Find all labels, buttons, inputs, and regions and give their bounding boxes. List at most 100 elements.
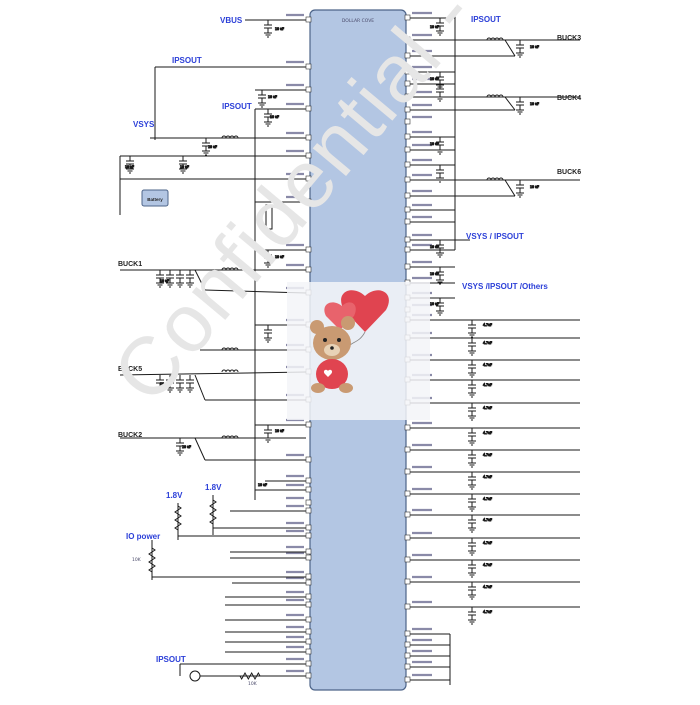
pin-left: [305, 579, 312, 586]
resistor-10k-label-a: 10K: [132, 557, 142, 563]
pin-left: [305, 672, 312, 679]
pin-right: [404, 218, 411, 225]
teddy-bear-heart-balloon-icon: [287, 282, 430, 420]
part-value: 4.7uF: [483, 431, 492, 435]
vsys-label: VSYS: [133, 120, 155, 129]
components: 10 uF 10 uF 10 uF 10 uF 10 uF 10 uF 10 uF 10 uF…: [125, 18, 540, 682]
pin-right: [404, 663, 411, 670]
buck6-label: BUCK6: [557, 169, 581, 176]
part-value: 10 uF: [430, 77, 439, 81]
pin-left: [305, 16, 312, 23]
pin-left: [305, 507, 312, 514]
ipsout-label-top: IPSOUT: [172, 56, 202, 65]
pin-right: [404, 490, 411, 497]
part-value: 4.7uF: [483, 341, 492, 345]
inductor: [486, 37, 504, 41]
v18-label-b: 1.8V: [205, 483, 222, 492]
pin-left: [305, 593, 312, 600]
pin-left: [305, 601, 312, 608]
wire: [194, 374, 206, 401]
ntc-thermistor: [265, 204, 273, 230]
resistor-10k-label-b: 10K: [248, 681, 258, 687]
pin-right: [404, 534, 411, 541]
part-value: 10 uF: [530, 102, 539, 106]
pin-left: [305, 573, 312, 580]
ipsout-label-right: IPSOUT: [471, 15, 501, 24]
part-value: 4.7uF: [483, 518, 492, 522]
part-value: 4.7uF: [483, 610, 492, 614]
pin-right: [404, 556, 411, 563]
part-value: 10 uF: [268, 95, 277, 99]
pin-left: [305, 638, 312, 645]
battery-block: [141, 189, 169, 207]
part-value: 10 uF: [160, 279, 169, 283]
wire: [119, 371, 307, 376]
part-value: 10 uF: [182, 445, 191, 449]
resistor: [174, 505, 182, 531]
part-value: 10 uF: [430, 272, 439, 276]
part-value: 10 uF: [430, 302, 439, 306]
pin-left: [305, 499, 312, 506]
pin-left: [305, 548, 312, 555]
wire: [504, 39, 516, 57]
part-value: 10 uF: [125, 165, 134, 169]
battery-label: Battery: [147, 197, 163, 202]
pin-left: [305, 660, 312, 667]
part-value: 4.7uF: [483, 585, 492, 589]
pin-right: [404, 192, 411, 199]
part-value: 4.7uF: [483, 563, 492, 567]
part-value: 10 uF: [430, 245, 439, 249]
pin-left: [305, 524, 312, 531]
pin-right: [404, 424, 411, 431]
inductor: [486, 177, 504, 181]
pin-right: [404, 652, 411, 659]
resistor: [148, 547, 156, 573]
wire: [504, 179, 516, 197]
part-value: 10 uF: [208, 145, 217, 149]
part-value: 4.7uF: [483, 497, 492, 501]
part-value: 10 uF: [275, 27, 284, 31]
part-value: 10 uF: [430, 142, 439, 146]
vsys-ipsout-others-label: VSYS /IPSOUT /Others: [462, 282, 548, 291]
pin-right: [404, 603, 411, 610]
pin-left: [305, 648, 312, 655]
part-value: 4.7uF: [483, 383, 492, 387]
pin-left: [305, 63, 312, 70]
pin-left: [305, 554, 312, 561]
pin-left: [305, 421, 312, 428]
buck1-label: BUCK1: [118, 261, 142, 268]
inductor: [486, 94, 504, 98]
pin-left: [305, 456, 312, 463]
wire: [194, 269, 206, 291]
v18-label-a: 1.8V: [166, 491, 183, 500]
buck3-label: BUCK3: [557, 35, 581, 42]
ipsout-label-bottom: IPSOUT: [156, 655, 186, 664]
buck2-label: BUCK2: [118, 432, 142, 439]
vsys-ipsout-label: VSYS / IPSOUT: [466, 232, 524, 241]
pin-right: [404, 263, 411, 270]
inductor: [221, 435, 239, 439]
ipsout-label-mid: IPSOUT: [222, 102, 252, 111]
wire: [504, 96, 516, 111]
part-value: 4.7uF: [483, 541, 492, 545]
vbus-label: VBUS: [220, 16, 243, 25]
pin-right: [404, 446, 411, 453]
part-value: 10 uF: [430, 25, 439, 29]
inductor: [221, 135, 239, 139]
pin-right: [404, 578, 411, 585]
pin-left: [305, 532, 312, 539]
part-value: 10 uF: [530, 185, 539, 189]
pin-right: [404, 676, 411, 683]
pin-right: [404, 641, 411, 648]
wire: [194, 437, 206, 461]
pin-right: [404, 630, 411, 637]
ic-name: DOLLAR COVE: [342, 18, 374, 24]
pin-right: [404, 246, 411, 253]
pin-left: [305, 477, 312, 484]
pin-right: [404, 118, 411, 125]
io-power-label: IO power: [126, 532, 160, 541]
part-value: 4.7uF: [483, 363, 492, 367]
inductor: [221, 347, 239, 351]
